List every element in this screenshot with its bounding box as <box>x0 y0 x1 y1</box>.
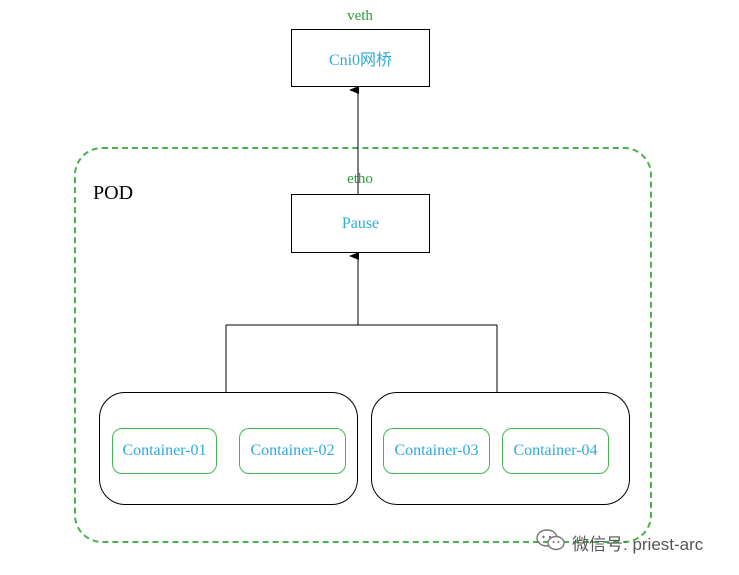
watermark: 微信号: priest-arc <box>536 528 704 556</box>
container-01-label: Container-01 <box>122 442 207 459</box>
watermark-text: 微信号: priest-arc <box>572 534 704 554</box>
cni0-bridge-box: Cni0网桥 <box>291 29 430 87</box>
pause-label: Pause <box>341 214 380 232</box>
container-04-box: Container-04 <box>502 428 609 474</box>
container-03-label: Container-03 <box>394 442 479 459</box>
wechat-icon <box>536 528 566 556</box>
container-02-box: Container-02 <box>239 428 346 474</box>
container-01-box: Container-01 <box>112 428 217 474</box>
veth-interface-label: veth <box>347 8 373 24</box>
container-04-label: Container-04 <box>513 442 598 459</box>
container-group-2: Container-03 Container-04 <box>371 392 630 505</box>
pod-boundary <box>74 147 652 543</box>
cni0-bridge-label: Cni0网桥 <box>328 52 393 69</box>
etho-interface-label: etho <box>347 171 373 187</box>
pause-box: Pause <box>291 194 430 253</box>
container-group-1: Container-01 Container-02 <box>99 392 358 505</box>
container-03-box: Container-03 <box>383 428 490 474</box>
pod-label: POD <box>93 182 134 204</box>
container-02-label: Container-02 <box>250 442 335 459</box>
